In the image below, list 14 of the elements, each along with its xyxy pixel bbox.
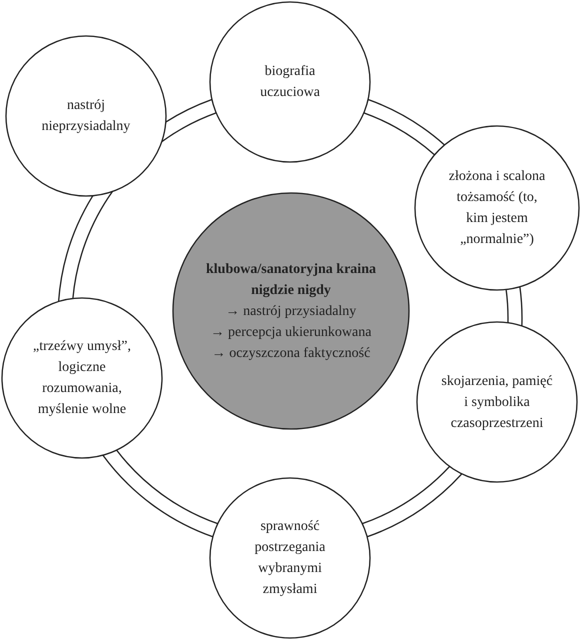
ring-connector [362,466,462,538]
ring-connector [58,190,114,302]
node-text: → oczyszczona faktyczność [210,344,372,362]
node-text: → percepcja ukierunkowana [210,324,372,342]
node-text: nastrój nieprzysiadalny [40,97,132,136]
ring-connector [102,449,218,538]
node-text: → nastrój przysiadalny [224,302,358,320]
heading-text: klubowa/sanatoryjna kraina nigdzie nigdy [205,260,377,300]
ring-connector [363,98,446,156]
node-text: skojarzenia, pamięć i symbolika czasoprzestrzeni [440,372,554,432]
node-text: „trzeźwy umysł”, logiczne rozumowania, myślenie wolne [32,338,132,419]
node-text: złożona i scalona tożsamość (to, kim jestem „normalnie”) [448,168,546,249]
node-text: biografia uczuciowa [259,63,321,102]
node-text: sprawność postrzegania wybranymi zmysłami [254,518,326,599]
